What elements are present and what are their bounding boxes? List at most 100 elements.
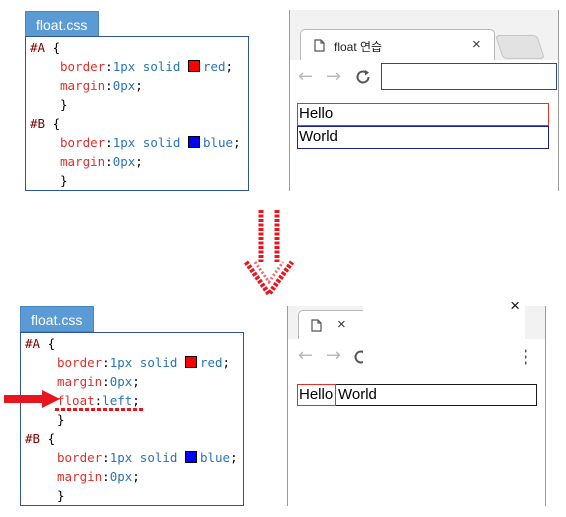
code-line: margin:0px; [57,372,140,391]
code-line: } [57,486,65,505]
color-value: red [202,59,226,74]
close-tab-icon[interactable]: × [337,316,346,333]
code-line: margin:0px; [60,76,143,95]
code-line: border:1px solid blue; [60,133,241,152]
box-a-hello: Hello [297,103,549,126]
box-a-text: Hello [299,386,334,403]
code-line-float: float:left; [57,391,140,410]
code-line: margin:0px; [57,467,140,486]
property-name: border [57,355,103,370]
forward-arrow-icon[interactable]: → [326,345,342,366]
code-line: #A { [25,334,55,353]
css-code-panel: #A { border:1px solid red; margin:0px; }… [25,36,249,191]
semicolon: ; [225,59,234,74]
property-name: margin [60,78,106,93]
semicolon: ; [135,78,143,93]
colon: : [105,78,113,93]
popup-close-icon[interactable]: × [510,296,520,315]
semicolon: ; [132,469,140,484]
selector-b: #B [30,116,46,131]
colon: : [102,355,110,370]
box-a-text: Hello [299,105,334,122]
css-code-panel: #A { border:1px solid red; margin:0px; f… [20,332,244,506]
red-color-swatch [187,60,200,72]
property-value: 0px [109,469,133,484]
new-tab-button[interactable] [495,35,545,59]
forward-arrow-icon[interactable]: → [326,66,342,87]
page-icon [311,319,322,335]
property-name: border [60,135,106,150]
property-value: 1px solid [109,355,178,370]
css-file-tab-label: float.css [31,312,83,328]
code-line: } [60,95,68,114]
page-viewport: World Hello [288,376,545,506]
blue-color-swatch [184,451,197,463]
colon: : [102,450,110,465]
property-name: float [57,393,95,408]
property-name: margin [57,469,103,484]
property-value: left [102,393,133,408]
semicolon: ; [135,154,143,169]
open-brace: { [47,431,56,446]
close-brace: } [60,97,68,112]
colon: : [105,135,113,150]
close-brace: } [60,173,68,188]
box-a-hello: Hello [297,384,336,406]
browser-tab[interactable]: × [298,310,370,340]
reload-icon[interactable] [354,68,372,91]
colon: : [102,374,110,389]
box-b-text: World [338,386,377,403]
back-arrow-icon[interactable]: ← [298,66,314,87]
close-tab-icon[interactable]: × [472,36,481,53]
colon: : [94,393,103,408]
selector-b: #B [25,431,41,446]
colon: : [105,154,113,169]
browser-window: float 연습 × ← → Hello World [289,10,559,191]
blue-color-swatch [187,136,200,148]
property-value: 0px [109,374,133,389]
property-value: 0px [112,154,136,169]
semicolon: ; [230,450,238,465]
semicolon: ; [132,374,140,389]
code-line: #B { [25,429,55,448]
box-b-world: World [297,126,549,149]
close-brace: } [57,412,65,427]
close-brace: } [57,488,65,503]
code-line: } [57,410,65,429]
semicolon: ; [222,355,231,370]
open-brace: { [52,40,61,55]
property-name: border [60,59,106,74]
address-bar-input[interactable] [381,63,557,90]
right-arrow-icon [4,390,60,413]
color-value: blue [199,450,231,465]
browser-toolbar: ← → [290,60,558,98]
browser-window: × ← → × World Hello [287,296,546,506]
colon: : [102,469,110,484]
semicolon: ; [233,135,241,150]
open-brace: { [47,336,56,351]
code-line: border:1px solid blue; [57,448,238,467]
code-line: #B { [30,114,60,133]
page-viewport: Hello World [290,97,558,191]
css-file-tab[interactable]: float.css [25,11,99,37]
browser-tab[interactable]: float 연습 × [300,29,495,62]
page-icon [314,39,325,55]
code-line: margin:0px; [60,152,143,171]
css-file-tab-label: float.css [36,17,88,33]
float-underline [55,408,145,411]
property-value: 1px solid [112,135,181,150]
selector-a: #A [25,336,41,351]
code-line: border:1px solid red; [57,353,230,372]
color-value: blue [202,135,234,150]
back-arrow-icon[interactable]: ← [298,345,314,366]
property-name: margin [60,154,106,169]
semicolon: ; [132,393,140,408]
code-line: border:1px solid red; [60,57,233,76]
color-value: red [199,355,223,370]
open-brace: { [52,116,61,131]
box-b-text: World [299,128,338,145]
property-name: border [57,450,103,465]
css-file-tab[interactable]: float.css [20,306,94,332]
property-value: 1px solid [109,450,178,465]
down-arrow-icon [243,210,295,301]
